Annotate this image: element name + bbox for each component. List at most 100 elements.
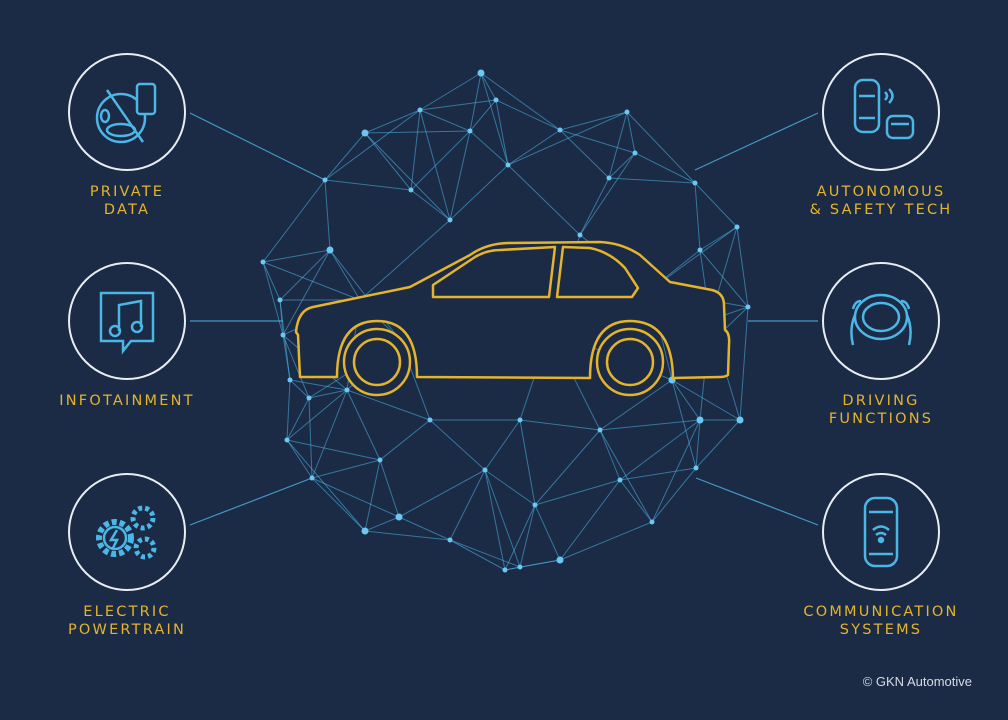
mesh-edge — [559, 129, 636, 154]
mesh-edge — [579, 177, 610, 236]
mesh-edge — [262, 261, 281, 301]
feature-label: AUTONOMOUS& SAFETY TECH — [809, 184, 953, 218]
mesh-edge — [279, 299, 291, 381]
music-note-icon — [99, 291, 155, 355]
mesh-node — [408, 187, 414, 193]
mesh-edge — [410, 130, 471, 191]
mesh-edge — [324, 179, 331, 251]
mesh-edge — [559, 111, 628, 131]
mesh-node — [280, 332, 286, 338]
mesh-edge — [608, 152, 636, 179]
mesh-edge — [484, 469, 506, 571]
gears-lightning-icon — [96, 505, 157, 560]
mesh-edge — [346, 389, 381, 461]
mesh-edge — [429, 419, 486, 471]
mesh-edge — [619, 479, 653, 523]
mesh-edge — [559, 521, 653, 561]
mesh-node — [287, 377, 293, 383]
mesh-edge — [507, 129, 561, 166]
mesh-node — [309, 475, 315, 481]
mesh-node — [577, 232, 583, 238]
mesh-edge — [329, 249, 401, 341]
mesh-edge — [324, 132, 366, 181]
mesh-node — [632, 150, 638, 156]
mesh-edge — [484, 469, 536, 506]
mesh-edge — [626, 111, 636, 154]
mesh-edge — [504, 559, 561, 571]
mesh-node — [736, 416, 744, 424]
mesh-edge — [324, 179, 412, 191]
mesh-edge — [694, 182, 738, 228]
copyright-text: © GKN Automotive — [862, 674, 972, 689]
mesh-node — [617, 477, 623, 483]
rear-wheel-inner — [352, 337, 402, 387]
mesh-edge — [282, 249, 331, 336]
mesh-edge — [480, 72, 497, 101]
mesh-edge — [671, 379, 697, 469]
mesh-edge — [379, 419, 431, 461]
mesh-node — [427, 417, 433, 423]
icon-ring — [822, 262, 940, 380]
mesh-edge — [519, 419, 536, 506]
connector-lines — [189, 112, 819, 526]
mesh-node — [322, 177, 328, 183]
mesh-edge — [449, 469, 486, 541]
mesh-edge — [364, 132, 451, 221]
mesh-edge — [364, 459, 381, 532]
mesh-edge — [419, 109, 471, 132]
connector-private-data — [189, 112, 326, 181]
mesh-edge — [308, 397, 313, 479]
mesh-edge — [286, 439, 366, 532]
mesh-node — [556, 556, 564, 564]
mesh-node — [277, 297, 283, 303]
mesh-edge — [608, 111, 628, 179]
steering-wheel-phone-crossed-icon — [95, 82, 157, 144]
mesh-edge — [671, 379, 741, 421]
mesh-edge — [519, 419, 601, 431]
mesh-edge — [329, 249, 361, 301]
mesh-edge — [410, 109, 421, 191]
mesh-node — [606, 175, 612, 181]
mesh-node — [447, 217, 453, 223]
mesh-edge — [289, 379, 310, 399]
mesh-edge — [449, 164, 509, 221]
mesh-edge — [419, 99, 497, 111]
mesh-edge — [507, 111, 628, 166]
mesh-node — [361, 527, 369, 535]
mesh-edge — [282, 334, 310, 399]
mesh-edge — [599, 419, 701, 431]
mesh-node — [447, 537, 453, 543]
mesh-edge — [626, 111, 696, 184]
mesh-node — [326, 246, 334, 254]
mesh-edge — [699, 249, 749, 308]
mesh-edge — [599, 379, 673, 431]
mesh-edge — [286, 439, 313, 479]
mesh-edge — [449, 539, 506, 571]
mesh-node — [696, 416, 704, 424]
mesh-node — [467, 128, 473, 134]
mesh-edge — [495, 99, 509, 166]
mesh-edge — [695, 419, 741, 469]
mesh-edge — [634, 152, 696, 184]
mesh-edge — [311, 459, 381, 479]
mesh-edge — [279, 249, 331, 301]
mesh-edge — [480, 72, 509, 166]
mesh-node — [693, 465, 699, 471]
mesh-edge — [469, 130, 509, 166]
mesh-edge — [262, 261, 284, 336]
mesh-edge — [398, 516, 451, 541]
mesh-edge — [579, 152, 636, 236]
feature-label: INFOTAINMENT — [59, 393, 195, 409]
connector-communication — [695, 477, 819, 526]
mesh-edge — [651, 467, 697, 523]
mesh-edge — [484, 419, 521, 471]
mesh-node — [734, 224, 740, 230]
connector-autonomous — [694, 112, 819, 171]
mesh-edge — [364, 132, 412, 191]
mesh-edge — [286, 389, 348, 441]
mesh-edge — [608, 177, 696, 184]
